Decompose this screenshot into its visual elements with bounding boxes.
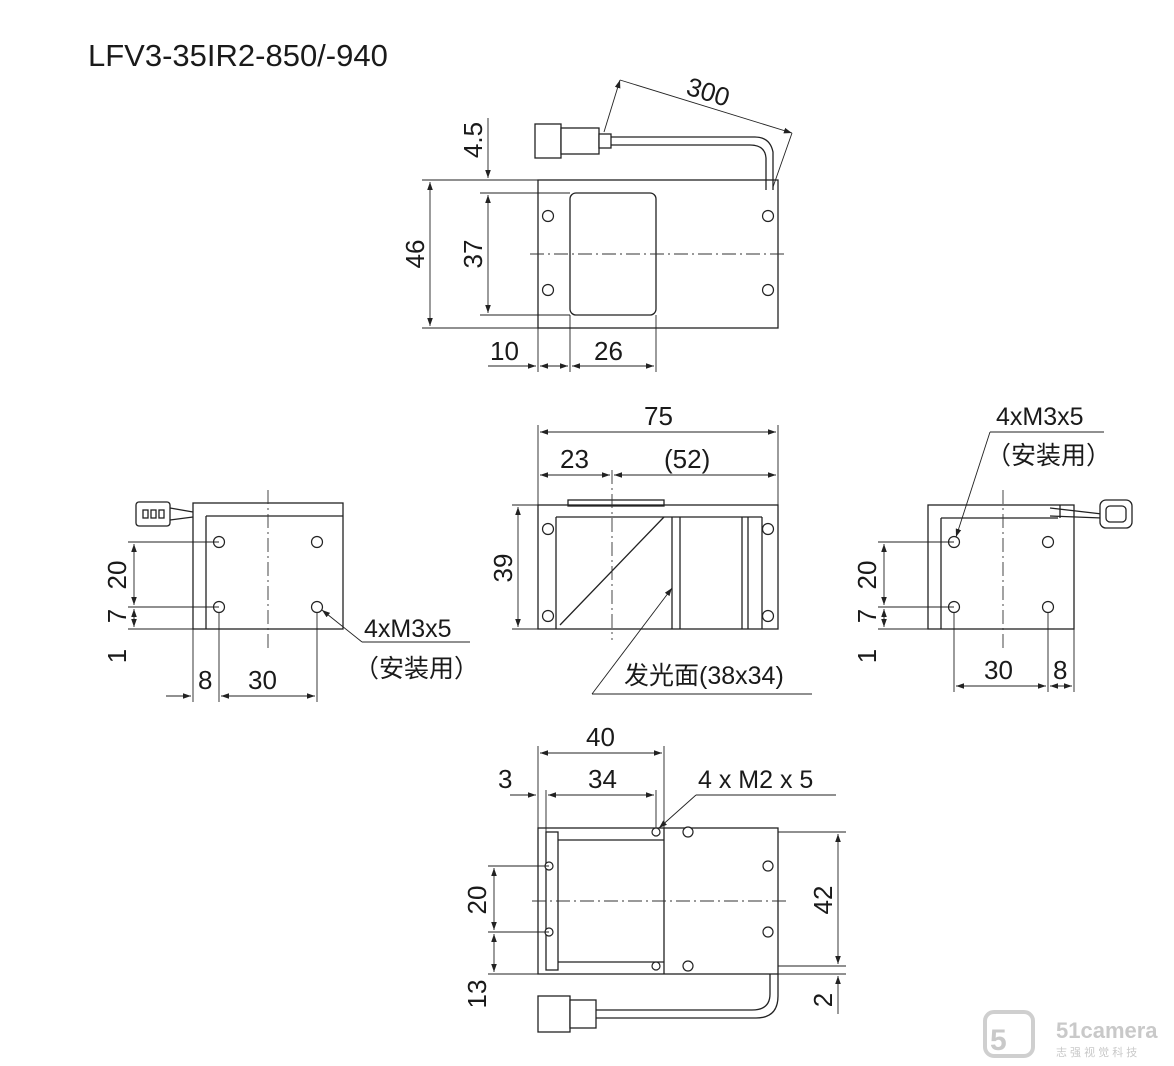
drawing-title: LFV3-35IR2-850/-940 (88, 38, 388, 73)
dim-right-20: 20 (852, 561, 882, 590)
bottom-cable (596, 974, 771, 1011)
dim-left-20: 20 (102, 561, 132, 590)
left-view: 20 7 1 8 30 4xM3x5 （安装用） (102, 490, 479, 702)
right-connector (1099, 499, 1133, 529)
front-hole (541, 609, 555, 623)
right-hole (1041, 535, 1055, 549)
dim-right-8: 8 (1053, 655, 1067, 685)
dim-height-46: 46 (400, 240, 430, 269)
top-view: 300 46 37 4.5 10 26 (400, 71, 793, 372)
dim-bottom-3: 3 (498, 764, 512, 794)
dim-right-1: 1 (852, 649, 882, 663)
dim-left-8: 8 (198, 665, 212, 695)
dim-left-30: 30 (248, 665, 277, 695)
dim-bottom-40: 40 (586, 722, 615, 752)
left-hole (310, 600, 324, 614)
bottom-hole (651, 827, 661, 837)
top-connector (534, 123, 562, 159)
dim-cable-length: 300 (683, 71, 733, 112)
dim-bottom-42: 42 (808, 886, 838, 915)
dim-bottom-13: 13 (462, 980, 492, 1009)
top-hole (761, 209, 775, 223)
label-left-mount-holes: 4xM3x5 (364, 615, 452, 643)
label-bottom-screw-holes: 4 x M2 x 5 (698, 766, 813, 794)
dim-margin-10: 10 (490, 336, 519, 366)
watermark-logo-icon (983, 1010, 1035, 1058)
label-right-mount-note: （安装用） (986, 442, 1111, 470)
label-emitting-surface: 发光面(38x34) (624, 662, 784, 690)
dim-width-75: 75 (644, 401, 673, 431)
dim-left-7: 7 (102, 609, 132, 623)
front-hole (761, 609, 775, 623)
bottom-connector (537, 995, 571, 1033)
front-view: 75 23 (52) 39 发光面(38x34) (488, 401, 812, 695)
bottom-screw (682, 960, 694, 972)
dim-window-26: 26 (594, 336, 623, 366)
top-cable (611, 136, 774, 190)
right-view: 20 7 1 30 8 4xM3x5 （安装用） (852, 403, 1133, 692)
left-hole (310, 535, 324, 549)
watermark-brand: 51camera (1056, 1018, 1158, 1043)
watermark-tagline: 志 强 视 觉 科 技 (1056, 1045, 1137, 1059)
dim-right-52: (52) (664, 444, 710, 474)
top-hole (541, 283, 555, 297)
top-hole (541, 209, 555, 223)
dim-offset-4-5: 4.5 (458, 122, 488, 158)
dim-bottom-2: 2 (808, 993, 838, 1007)
bottom-view: 40 3 34 4 x M2 x 5 20 13 42 2 (462, 722, 846, 1033)
bottom-screw (762, 926, 774, 938)
front-view-body (537, 504, 779, 630)
dim-left-23: 23 (560, 444, 589, 474)
dim-right-7: 7 (852, 609, 882, 623)
dim-bottom-20: 20 (462, 886, 492, 915)
dim-bottom-34: 34 (588, 764, 617, 794)
dim-height-39: 39 (488, 554, 518, 583)
front-hole (541, 522, 555, 536)
top-hole (761, 283, 775, 297)
right-hole (1041, 600, 1055, 614)
watermark: 5 51camera 志 强 视 觉 科 技 (983, 1010, 1158, 1059)
front-hole (761, 522, 775, 536)
bottom-screw (682, 826, 694, 838)
bottom-screw (762, 860, 774, 872)
left-connector (135, 501, 171, 527)
dim-right-30: 30 (984, 655, 1013, 685)
label-left-mount-note: （安装用） (354, 655, 479, 683)
dim-left-1: 1 (102, 649, 132, 663)
label-right-mount-holes: 4xM3x5 (996, 403, 1084, 431)
bottom-hole (651, 961, 661, 971)
dim-height-37: 37 (458, 240, 488, 269)
svg-text:5: 5 (990, 1024, 1007, 1057)
top-connector-body (560, 127, 600, 155)
